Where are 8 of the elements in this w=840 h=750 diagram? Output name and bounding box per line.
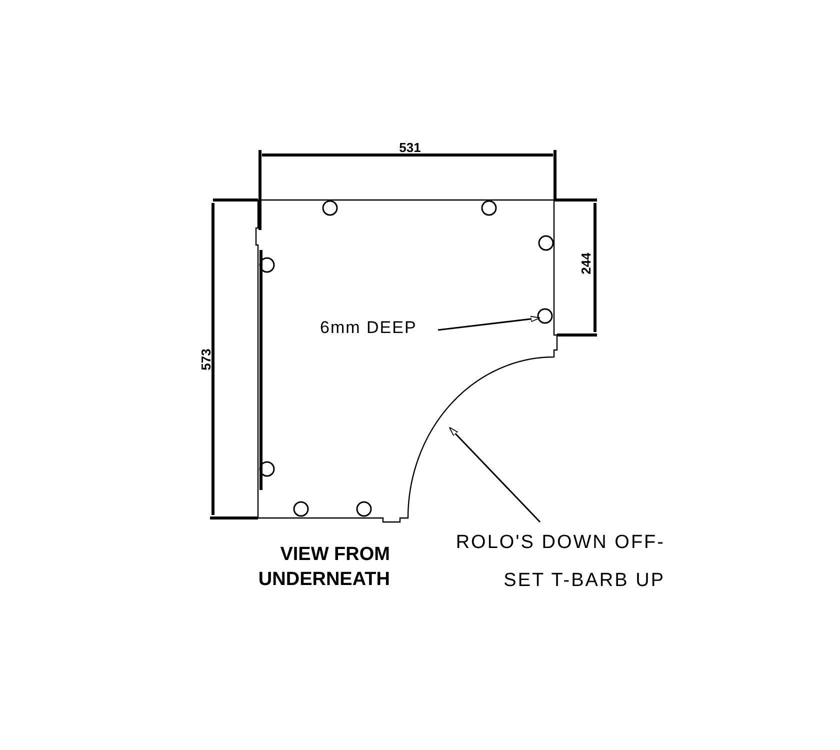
dimension-text: 244 [578, 252, 594, 276]
note-text: ROLO'S DOWN OFF-SET T-BARB UP [454, 531, 665, 593]
dimension-text: 573 [198, 348, 214, 372]
leader-line [438, 316, 540, 331]
view-note: VIEW FROM UNDERNEATH [257, 543, 390, 592]
dimension-text: 531 [398, 140, 422, 155]
leader-line [448, 426, 541, 523]
note-text: 6mm DEEP [320, 318, 418, 338]
